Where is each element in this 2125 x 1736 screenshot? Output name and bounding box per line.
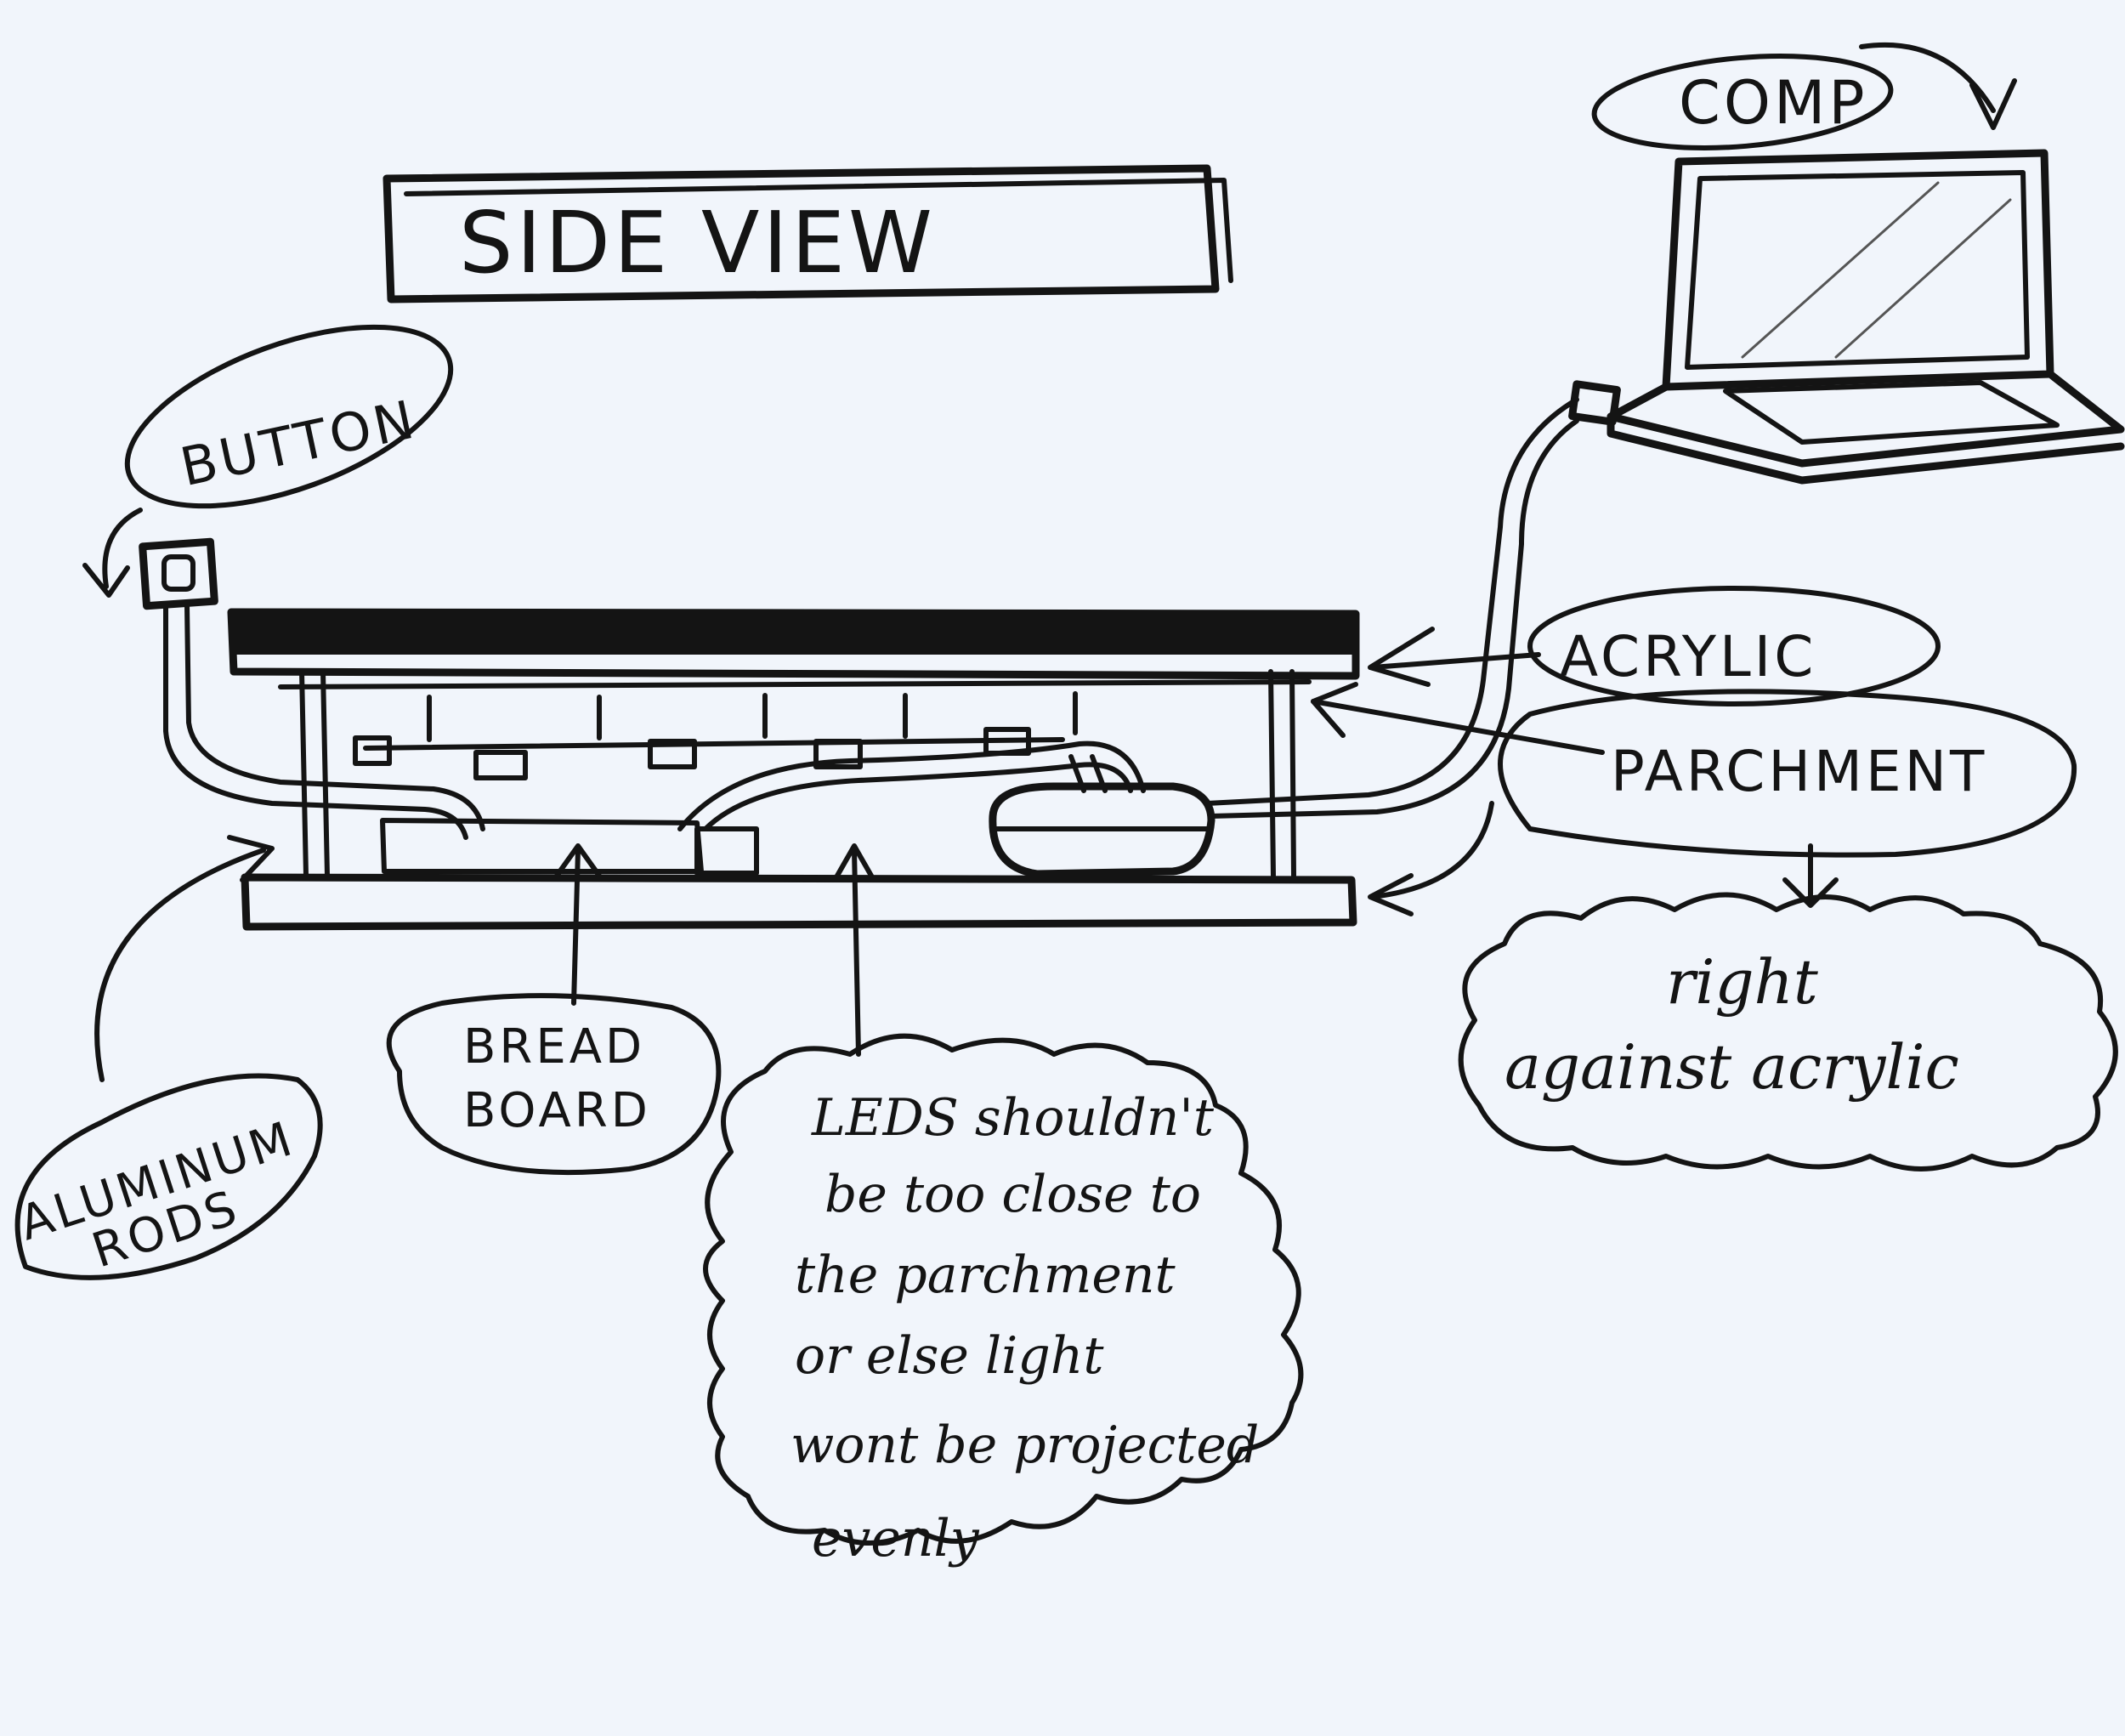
leds-note-line-6: evenly	[812, 1509, 980, 1569]
button-label: BUTTON	[175, 388, 422, 498]
breadboard-label-line-1: BREAD	[463, 1019, 645, 1075]
button-icon	[139, 537, 218, 610]
usb-cable	[1204, 397, 1579, 819]
leds-note-cloud: LEDS shouldn't be too close to the parch…	[703, 843, 1304, 1569]
base-board	[241, 873, 1357, 931]
leds-note-line-5: wont be projected	[790, 1415, 1259, 1475]
parchment-note-line-2: against acrylic	[1504, 1031, 1959, 1103]
acrylic-label-bubble: ACRYLIC	[1368, 586, 1941, 706]
comp-label: COMP	[1679, 68, 1868, 138]
leds-note-line-2: be too close to	[824, 1165, 1201, 1224]
leds-note-line-1: LEDS shouldn't	[811, 1088, 1215, 1148]
breadboard-label-bubble: BREAD BOARD	[386, 843, 722, 1176]
comp-label-bubble: COMP	[1591, 42, 2017, 151]
breadboard	[380, 818, 759, 876]
parchment-note-cloud: right against acrylic	[1458, 892, 2118, 1172]
leds-note-line-4: or else light	[795, 1326, 1104, 1386]
acrylic-slab	[227, 608, 1360, 680]
breadboard-label-line-2: BOARD	[463, 1083, 651, 1138]
battery-pack	[989, 782, 1216, 878]
title-box: SIDE VIEW	[382, 164, 1233, 304]
laptop-icon	[1568, 149, 2125, 485]
parchment-label-bubble: PARCHMENT	[1311, 682, 2077, 916]
page-title: SIDE VIEW	[459, 193, 936, 292]
parchment-label: PARCHMENT	[1611, 739, 1987, 804]
leds-note-line-3: the parchment	[795, 1245, 1176, 1305]
aluminum-rods	[299, 669, 1296, 878]
parchment-layer	[278, 679, 1312, 689]
parchment-note-line-1: right	[1666, 946, 1819, 1018]
led-strip	[353, 691, 1078, 780]
acrylic-label: ACRYLIC	[1560, 624, 1816, 689]
aluminum-rods-label-bubble: ALUMINUM RODS	[13, 835, 323, 1280]
